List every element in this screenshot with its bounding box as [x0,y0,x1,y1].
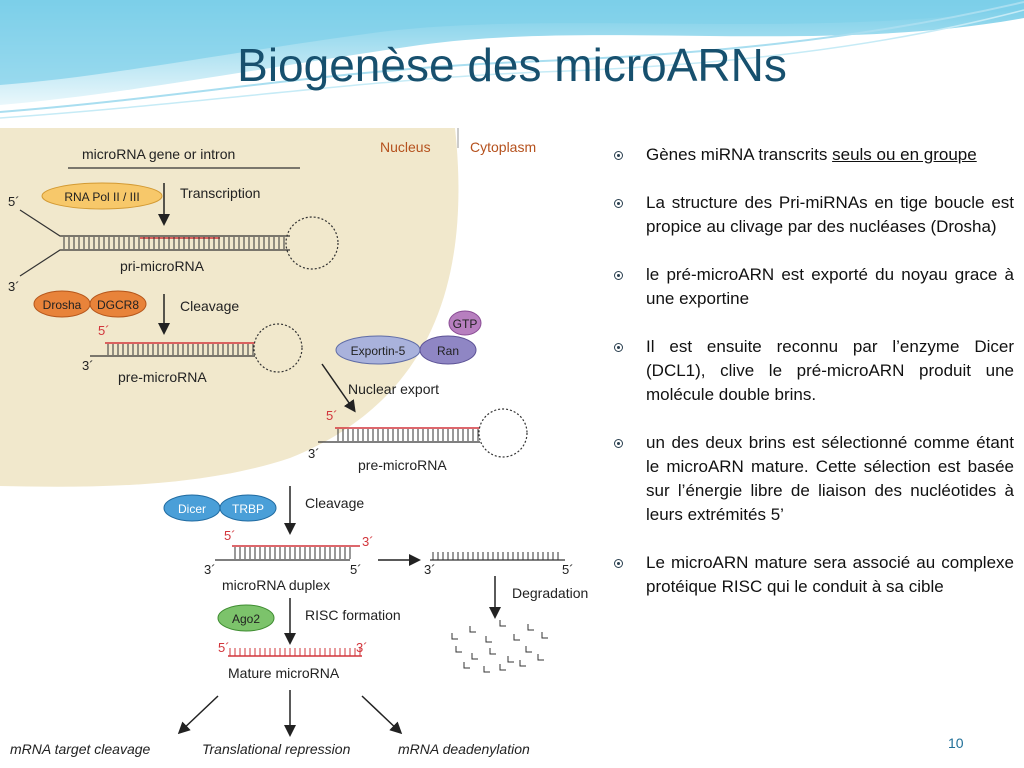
degraded-5prime: 5´ [562,562,574,577]
duplex-5prime-bottom: 5´ [350,562,362,577]
pri-5prime: 5´ [8,194,20,209]
bullet-item: Il est ensuite reconnu par l’enzyme Dice… [614,335,1014,407]
nuclear-export-label: Nuclear export [348,381,439,397]
bullet-icon [614,439,623,448]
bullet-icon [614,343,623,352]
bullet-underlined-text: seuls ou en groupe [832,145,977,164]
pre-3prime-1: 3´ [82,358,94,373]
header-banner [0,0,1024,125]
mature-3prime: 3´ [356,640,368,655]
outcome-repression: Translational repression [202,741,351,757]
duplex-3prime-top: 3´ [362,534,374,549]
bullet-text: Gènes miRNA transcrits [646,145,833,164]
bullet-text: un des deux brins est sélectionné comme … [646,433,1014,524]
bullet-text: La structure des Pri-miRNAs en tige bouc… [646,193,1014,236]
cleavage-label-1: Cleavage [180,298,239,314]
ran-label: Ran [437,344,459,358]
ago2-protein [217,604,275,632]
bullet-list: Gènes miRNA transcrits seuls ou en group… [614,143,1014,623]
duplex-3prime: 3´ [204,562,216,577]
dgcr8-label: DGCR8 [97,298,139,312]
exportin-label: Exportin-5 [351,344,406,358]
duplex-label: microRNA duplex [222,577,330,593]
pri-3prime: 3´ [8,279,20,294]
duplex-5prime: 5´ [224,528,236,543]
risc-label: RISC formation [305,607,401,623]
bullet-text: le pré-microARN est exporté du noyau gra… [646,265,1014,308]
pre-5prime-2: 5´ [326,408,338,423]
trbp-label: TRBP [232,502,264,516]
transcription-label: Transcription [180,185,260,201]
page-number: 10 [948,735,964,751]
mature-5prime: 5´ [218,640,230,655]
bullet-item: Gènes miRNA transcrits seuls ou en group… [614,143,1014,167]
bullet-text: Il est ensuite reconnu par l’enzyme Dice… [646,337,1014,404]
pri-label: pri-microRNA [120,258,205,274]
bullet-item: Le microARN mature sera associé au compl… [614,551,1014,599]
pre-5prime-1: 5´ [98,323,110,338]
rna-pol-label: RNA Pol II / III [64,190,139,204]
bullet-item: le pré-microARN est exporté du noyau gra… [614,263,1014,311]
bullet-icon [614,199,623,208]
bullet-icon [614,271,623,280]
pre-3prime-2: 3´ [308,446,320,461]
cytoplasm-label: Cytoplasm [470,139,536,155]
bullet-text: Le microARN mature sera associé au compl… [646,553,1014,596]
pre-label-2: pre-microRNA [358,457,447,473]
degraded-fragments [451,620,548,673]
cleavage-label-2: Cleavage [305,495,364,511]
mature-label: Mature microRNA [228,665,340,681]
nucleus-region [0,128,459,487]
degradation-label: Degradation [512,585,588,601]
gtp-molecule [448,310,482,336]
slide-title: Biogenèse des microARNs [237,39,787,91]
outcome-deadenylation: mRNA deadenylation [398,741,530,757]
ago2-label: Ago2 [232,612,260,626]
nucleus-label: Nucleus [380,139,431,155]
mirna-biogenesis-figure: Nucleus Cytoplasm microRNA gene or intro… [0,128,612,768]
ran-protein [419,335,477,365]
dicer-label: Dicer [178,502,206,516]
outcome-cleavage: mRNA target cleavage [10,741,151,757]
dgcr8-enzyme [89,290,147,318]
bullet-item: un des deux brins est sélectionné comme … [614,431,1014,527]
gtp-label: GTP [453,317,478,331]
bullet-item: La structure des Pri-miRNAs en tige bouc… [614,191,1014,239]
pre-label-1: pre-microRNA [118,369,207,385]
gene-label: microRNA gene or intron [82,146,235,162]
drosha-label: Drosha [43,298,82,312]
degraded-3prime: 3´ [424,562,436,577]
trbp-protein [219,494,277,522]
rna-pol-enzyme [41,182,163,210]
bullet-icon [614,151,623,160]
bullet-icon [614,559,623,568]
